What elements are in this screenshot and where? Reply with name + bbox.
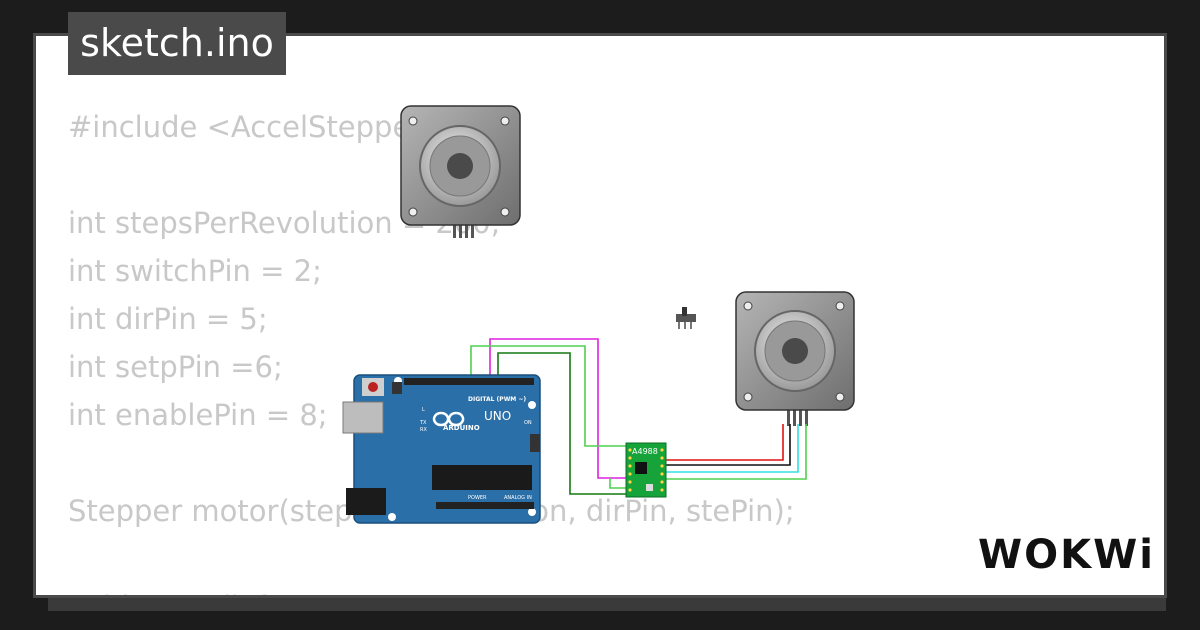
- tx-label: TX: [419, 420, 427, 426]
- wokwi-logo: WOKWi: [978, 532, 1150, 576]
- arduino-uno[interactable]: DIGITAL (PWM ~) UNO ARDUINO ON L TX RX P…: [342, 374, 541, 524]
- wokwi-logo-text: WOKWi: [978, 532, 1150, 576]
- stepper-motor-2[interactable]: [735, 291, 855, 426]
- l-label: L: [422, 407, 425, 413]
- model-label: UNO: [484, 409, 511, 423]
- arduino-logo-icon: [432, 411, 465, 427]
- brand-label: ARDUINO: [443, 424, 480, 432]
- digital-label: DIGITAL (PWM ~): [468, 396, 526, 403]
- wire-red: [665, 424, 784, 461]
- wire-green-3: [665, 424, 807, 480]
- file-tab-sketch[interactable]: sketch.ino: [68, 12, 286, 75]
- wire-dark-green: [497, 352, 630, 495]
- code-line: int dirPin = 5;: [68, 302, 268, 336]
- card-shadow: [48, 597, 1166, 611]
- code-line: int enablePin = 8;: [68, 398, 328, 432]
- code-line: int switchPin = 2;: [68, 254, 322, 288]
- code-line: void setup() {: [68, 583, 795, 595]
- rx-label: RX: [420, 427, 427, 433]
- slide-switch[interactable]: [676, 307, 696, 329]
- power-label: POWER: [468, 495, 487, 501]
- driver-label: A4988: [632, 447, 658, 456]
- a4988-driver[interactable]: A4988: [625, 442, 667, 498]
- wire-black: [665, 424, 791, 466]
- wire-cyan: [665, 424, 799, 473]
- stepper-motor-1[interactable]: [400, 105, 521, 238]
- wire-magenta: [489, 338, 630, 479]
- analog-label: ANALOG IN: [504, 495, 532, 501]
- code-line: int setpPin =6;: [68, 350, 283, 384]
- wire-green-1: [470, 345, 630, 447]
- wire-green-2: [609, 478, 630, 489]
- wires: [470, 338, 807, 495]
- on-label: ON: [524, 420, 532, 426]
